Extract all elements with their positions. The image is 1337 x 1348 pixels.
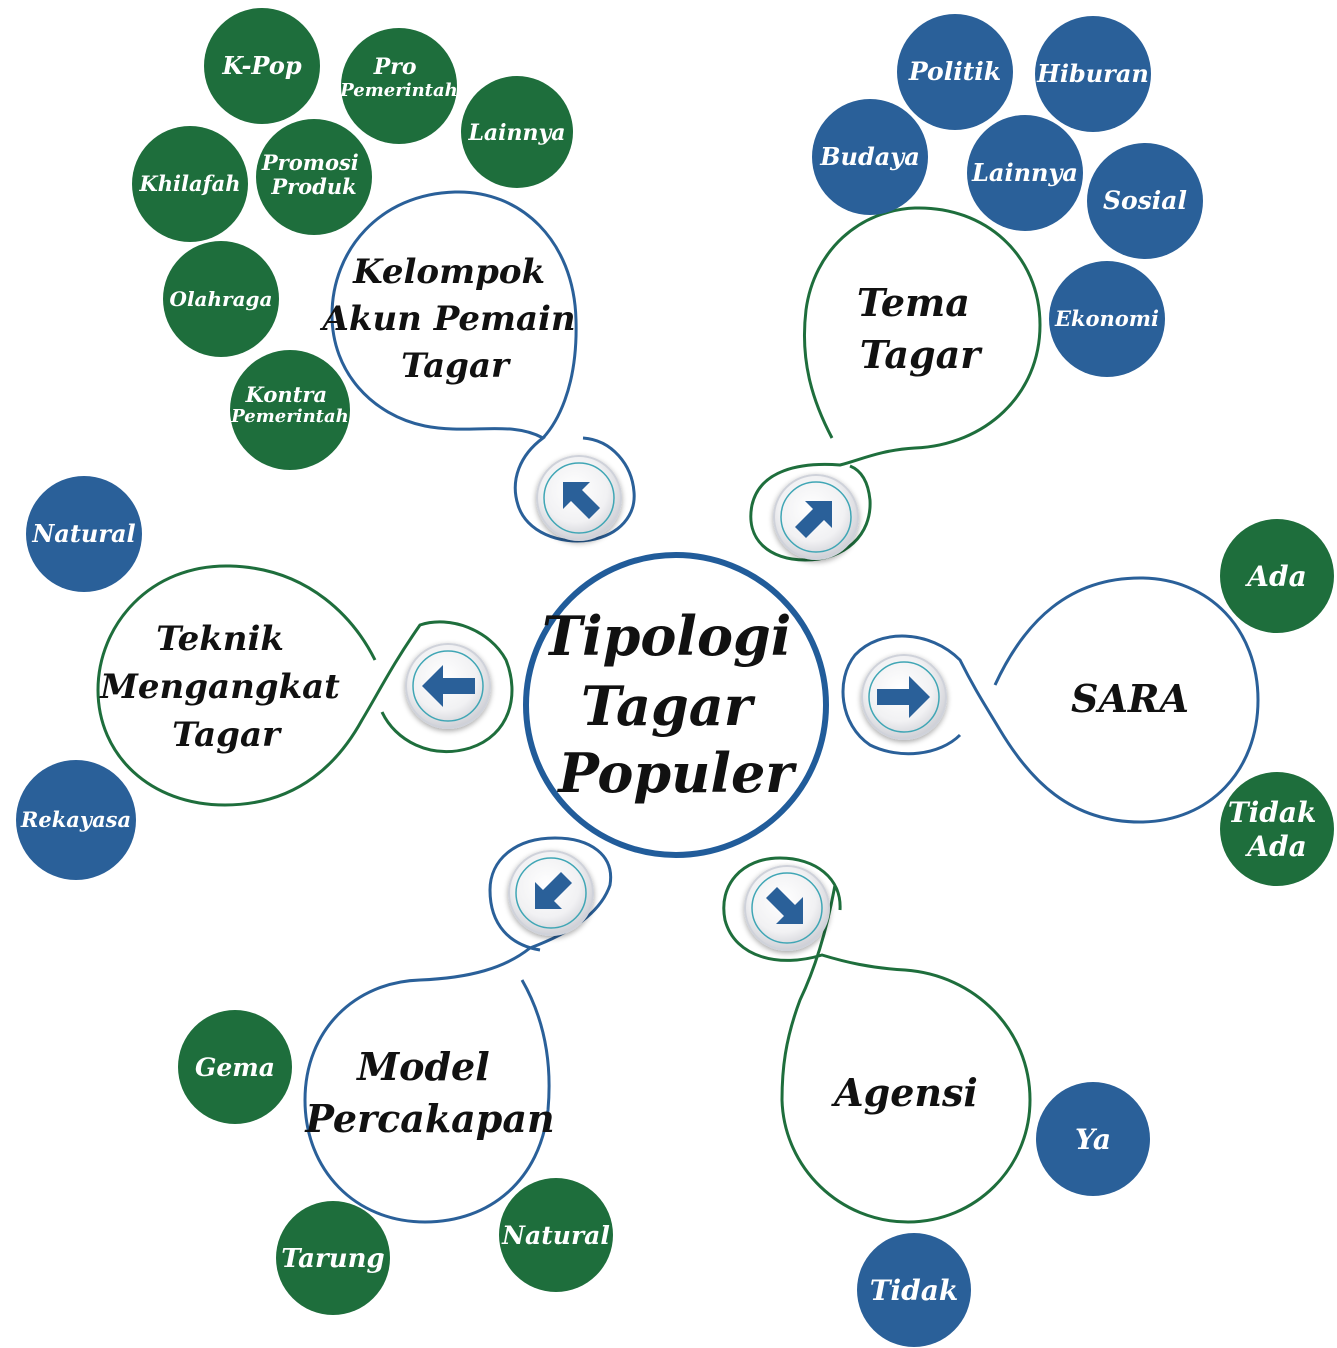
arrow-left-icon [405, 643, 491, 729]
arrow-right-icon [861, 654, 947, 740]
kelompok-outline [330, 190, 636, 543]
svg-text:Politik: Politik [908, 57, 1001, 86]
bubble-natural: Natural [26, 476, 142, 592]
svg-text:Tidak: Tidak [870, 1274, 959, 1307]
svg-text:Lainnya: Lainnya [467, 120, 565, 146]
agensi-outline [722, 856, 1032, 1224]
bubble-tidak-ada: Tidak Ada [1220, 772, 1334, 886]
svg-text:Natural: Natural [31, 519, 135, 548]
bubble-olahraga: Olahraga [163, 241, 279, 357]
bubble-hiburan: Hiburan [1035, 16, 1151, 132]
svg-text:Promosi Produk: Promosi Produk [261, 150, 366, 199]
bubble-sosial: Sosial [1087, 143, 1203, 259]
svg-text:Budaya: Budaya [819, 142, 920, 171]
bubble-ya: Ya [1036, 1082, 1150, 1196]
svg-text:Lainnya: Lainnya [971, 158, 1078, 187]
bubble-khilafah: Khilafah [132, 126, 248, 242]
bubble-lainnya: Lainnya [461, 76, 573, 188]
svg-text:Olahraga: Olahraga [170, 287, 273, 311]
svg-text:Gema: Gema [195, 1053, 275, 1082]
model-label: Model Percakapan [304, 1044, 554, 1141]
bubble-natural: Natural [499, 1178, 613, 1292]
svg-text:Natural: Natural [501, 1221, 610, 1250]
svg-text:Ekonomi: Ekonomi [1054, 306, 1159, 331]
tema-label: Tema Tagar [857, 280, 983, 377]
bubble-rekayasa: Rekayasa [16, 760, 136, 880]
svg-text:Tarung: Tarung [281, 1244, 384, 1274]
svg-text:Khilafah: Khilafah [139, 171, 241, 196]
svg-text:Hiburan: Hiburan [1036, 59, 1149, 88]
center-title-line: Tagar [581, 674, 756, 738]
bubble-tarung: Tarung [276, 1201, 390, 1315]
svg-text:Ya: Ya [1075, 1123, 1111, 1156]
bubble-pro-pemerintah: Pro Pemerintah [339, 28, 458, 144]
bubble-ada: Ada [1220, 519, 1334, 633]
bubble-ekonomi: Ekonomi [1049, 261, 1165, 377]
svg-text:K-Pop: K-Pop [221, 51, 301, 80]
teknik-outline [96, 564, 514, 807]
svg-text:Rekayasa: Rekayasa [20, 807, 131, 832]
teknik-label: Teknik Mengangkat Tagar [99, 619, 351, 755]
center-title-line: Populer [556, 741, 797, 805]
bubble-politik: Politik [897, 14, 1013, 130]
sara-outline [841, 576, 1260, 824]
center-node: Tipologi Tagar Populer [523, 552, 829, 858]
model-outline [303, 836, 613, 1224]
bubble-kpop: K-Pop [204, 8, 320, 124]
svg-text:Kontra Pemerintah: Kontra Pemerintah [230, 382, 348, 427]
kelompok-label: Kelompok Akun Pemain Tagar [320, 252, 588, 386]
arrow-up-right-icon [773, 474, 859, 560]
bubble-gema: Gema [178, 1010, 292, 1124]
svg-text:Tipologi Tagar Pop: Tipologi Tagar Populer [542, 604, 810, 805]
svg-text:Tidak Ada: Tidak Ada [1228, 796, 1326, 863]
sara-label: SARA [1071, 676, 1189, 721]
bubble-kontra-pemerintah: Kontra Pemerintah [230, 350, 350, 470]
center-title-line: Tipologi [542, 604, 791, 668]
bubble-lainnya: Lainnya [967, 115, 1083, 231]
svg-text:Pro Pemerintah: Pro Pemerintah [339, 54, 457, 101]
arrow-up-left-icon [536, 455, 622, 541]
arrow-down-right-icon [744, 865, 830, 951]
bubble-tidak: Tidak [857, 1233, 971, 1347]
svg-text:Ada: Ada [1244, 560, 1306, 593]
bubble-budaya: Budaya [812, 99, 928, 215]
arrow-down-left-icon [508, 850, 594, 936]
bubble-promosi-produk: Promosi Produk [256, 119, 372, 235]
agensi-label: Agensi [831, 1070, 978, 1115]
svg-text:Sosial: Sosial [1103, 186, 1187, 215]
